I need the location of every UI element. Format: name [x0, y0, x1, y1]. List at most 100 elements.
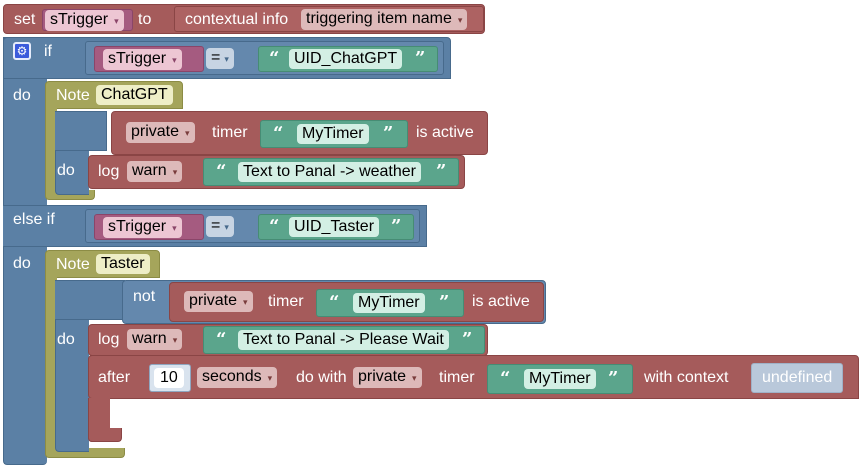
context-value-block[interactable]: undefined	[751, 363, 844, 393]
note-block-1[interactable]: Note ChatGPT	[45, 81, 183, 109]
do-with-label: do with	[296, 369, 347, 386]
is-active-label: is active	[416, 124, 474, 141]
quote-open-icon: “	[216, 161, 227, 182]
do-with-timer-name-block[interactable]: “ MyTimer ”	[487, 364, 633, 394]
timer-scope-value: private	[131, 123, 180, 140]
log-block-1[interactable]: log warn▾ “ Text to Panal -> weather ”	[88, 155, 465, 189]
compare-variable-dropdown[interactable]: sTrigger ▾	[103, 217, 182, 238]
log-message-block[interactable]: “ Text to Panal -> weather ”	[203, 158, 459, 186]
inner-if-row-2[interactable]	[55, 280, 125, 320]
quote-close-icon: ”	[608, 368, 619, 389]
compare-variable-dropdown[interactable]: sTrigger ▾	[103, 49, 182, 70]
do-with-timer-name-value[interactable]: MyTimer	[524, 369, 596, 389]
quote-open-icon: “	[269, 48, 280, 69]
timer-scope-value: private	[189, 292, 238, 309]
log-level-dropdown[interactable]: warn▾	[127, 329, 183, 350]
operator-dropdown[interactable]: =▾	[206, 48, 234, 69]
set-variable-block[interactable]: set sTrigger▾ to contextual info trigger…	[3, 4, 485, 34]
operator-value: =	[211, 49, 221, 66]
after-number-value[interactable]: 10	[154, 368, 184, 388]
set-variable-chip[interactable]: sTrigger▾	[42, 9, 133, 31]
chevron-down-icon: ▾	[172, 55, 177, 65]
compare-block-2[interactable]: sTrigger ▾ =▾ “ UID_Taster ”	[85, 209, 420, 243]
quote-close-icon: ”	[439, 292, 450, 313]
quote-close-icon: ”	[383, 123, 394, 144]
string-value[interactable]: UID_Taster	[289, 217, 380, 237]
compare-variable-chip[interactable]: sTrigger ▾	[94, 214, 204, 240]
chevron-down-icon: ▾	[243, 297, 248, 307]
note-block-2[interactable]: Note Taster	[45, 250, 160, 278]
to-label: to	[138, 11, 152, 28]
quote-open-icon: “	[500, 368, 511, 389]
chevron-down-icon: ▾	[412, 373, 417, 383]
chevron-down-icon: ▾	[114, 16, 119, 26]
log-level-dropdown[interactable]: warn▾	[127, 161, 183, 182]
compare-variable-name: sTrigger	[108, 50, 167, 67]
note-label: Note	[56, 256, 90, 273]
timer-name-block[interactable]: “ MyTimer ”	[316, 289, 464, 317]
do-with-scope-value: private	[358, 368, 407, 385]
timer-scope-dropdown[interactable]: private ▾	[184, 291, 253, 312]
inner-if-row-1[interactable]	[55, 111, 107, 151]
set-variable-dropdown[interactable]: sTrigger▾	[45, 10, 124, 31]
note-block-1-foot	[45, 190, 95, 200]
timer-active-block-2[interactable]: private ▾ timer “ MyTimer ” is active	[169, 282, 544, 322]
note-text: Taster	[101, 255, 145, 272]
compare-variable-name: sTrigger	[108, 218, 167, 235]
inner-do-label: do	[57, 331, 75, 348]
is-active-label: is active	[472, 293, 530, 310]
log-message-value[interactable]: Text to Panal -> weather	[238, 162, 421, 182]
contextual-info-label: contextual info	[185, 11, 289, 28]
contextual-info-dropdown[interactable]: triggering item name▾	[301, 9, 468, 30]
note-text-field[interactable]: Taster	[96, 254, 150, 274]
timer-name-block[interactable]: “ MyTimer ”	[260, 120, 408, 148]
log-level-value: warn	[132, 330, 167, 347]
timer-label: timer	[212, 124, 248, 141]
log-message-value[interactable]: Text to Panal -> Please Wait	[238, 330, 449, 350]
timer-name-value[interactable]: MyTimer	[297, 124, 369, 144]
compare-variable-chip[interactable]: sTrigger ▾	[94, 46, 204, 72]
operator-value: =	[211, 217, 221, 234]
unit-dropdown[interactable]: seconds▾	[197, 367, 278, 388]
do-with-timer-label: timer	[439, 369, 475, 386]
quote-open-icon: “	[216, 329, 227, 350]
chevron-down-icon: ▾	[185, 128, 190, 138]
chevron-down-icon: ▾	[172, 167, 178, 177]
string-value[interactable]: UID_ChatGPT	[289, 49, 403, 69]
contextual-info-block[interactable]: contextual info triggering item name▾	[174, 6, 484, 32]
quote-close-icon: ”	[391, 216, 402, 237]
string-block[interactable]: “ UID_ChatGPT ”	[258, 46, 438, 72]
set-label: set	[14, 11, 36, 28]
string-block[interactable]: “ UID_Taster ”	[258, 214, 414, 240]
log-label: log	[98, 163, 120, 180]
inner-do-label: do	[57, 162, 75, 179]
do-label: do	[13, 87, 31, 104]
log-block-2[interactable]: log warn▾ “ Text to Panal -> Please Wait…	[88, 324, 488, 356]
timer-active-block-1[interactable]: private ▾ timer “ MyTimer ” is active	[111, 111, 488, 155]
do-label-2: do	[13, 255, 31, 272]
do-with-scope-dropdown[interactable]: private ▾	[353, 367, 422, 388]
after-block[interactable]: after 10 seconds▾ do with private ▾ timer…	[88, 355, 859, 399]
after-label: after	[98, 369, 131, 386]
note-block-2-foot	[45, 448, 125, 458]
chevron-down-icon: ▾	[457, 15, 463, 25]
operator-dropdown[interactable]: =▾	[206, 216, 234, 237]
log-message-block[interactable]: “ Text to Panal -> Please Wait ”	[203, 326, 485, 354]
log-label: log	[98, 331, 120, 348]
after-block-statement-slot[interactable]	[116, 400, 146, 424]
if-block-spine[interactable]	[3, 37, 47, 465]
quote-close-icon: ”	[415, 48, 426, 69]
note-text-field[interactable]: ChatGPT	[96, 85, 173, 105]
with-context-label: with context	[644, 369, 729, 386]
quote-open-icon: “	[273, 123, 284, 144]
after-number-block[interactable]: 10	[149, 364, 191, 392]
gear-icon[interactable]: ⚙	[13, 42, 31, 60]
chevron-down-icon: ▾	[172, 223, 177, 233]
not-label: not	[133, 288, 156, 305]
timer-scope-dropdown[interactable]: private ▾	[126, 122, 195, 143]
else-if-label: else if	[13, 211, 55, 228]
compare-block-1[interactable]: sTrigger ▾ =▾ “ UID_ChatGPT ”	[85, 41, 444, 75]
quote-open-icon: “	[269, 216, 280, 237]
timer-label: timer	[268, 293, 304, 310]
timer-name-value[interactable]: MyTimer	[353, 293, 425, 313]
